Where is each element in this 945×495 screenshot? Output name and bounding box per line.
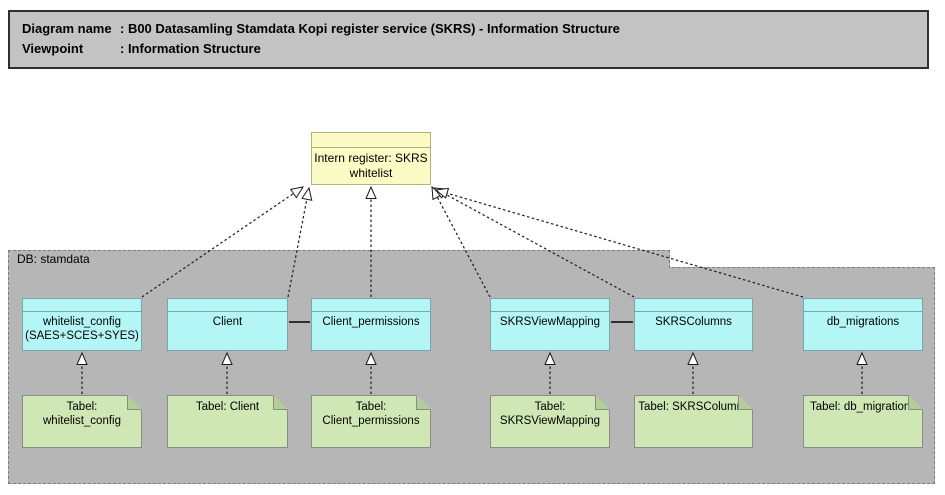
entity-label: Client	[212, 316, 243, 328]
node-skrsviewmapping[interactable]: SKRSViewMapping	[490, 298, 610, 351]
entity-title-band	[491, 299, 609, 312]
node-client[interactable]: Client	[167, 298, 288, 351]
diagram-title-box: Diagram name : B00 Datasamling Stamdata K…	[8, 10, 929, 69]
entity-label: whitelist_config (SAES+SCES+SYES)	[25, 316, 139, 342]
note-tabel-db-migrations[interactable]: Tabel: db_migrations	[803, 395, 923, 448]
entity-title-band	[168, 299, 287, 312]
note-tabel-whitelist-config[interactable]: Tabel: whitelist_config	[22, 395, 142, 448]
register-title-band	[312, 133, 430, 148]
note-tabel-skrsviewmapping[interactable]: Tabel: SKRSViewMapping	[490, 395, 610, 448]
viewpoint-label: Viewpoint	[22, 41, 84, 56]
node-client-permissions[interactable]: Client_permissions	[311, 298, 431, 351]
viewpoint-row: Viewpoint : Information Structure	[22, 39, 915, 59]
note-tabel-skrscolumns[interactable]: Tabel: SKRSColumns	[634, 395, 753, 448]
diagram-name-label: Diagram name	[22, 21, 112, 36]
note-label: Tabel: whitelist_config	[43, 401, 121, 427]
note-label: Tabel: SKRSViewMapping	[499, 401, 601, 427]
group-label: DB: stamdata	[17, 252, 90, 266]
node-whitelist-config[interactable]: whitelist_config (SAES+SCES+SYES)	[22, 298, 142, 351]
note-label: Tabel: db_migrations	[809, 401, 917, 413]
register-label: Intern register: SKRS whitelist	[314, 151, 428, 180]
note-label: Tabel: Client	[195, 401, 260, 413]
node-db-migrations[interactable]: db_migrations	[803, 298, 923, 351]
entity-label: Client_permissions	[322, 316, 420, 328]
entity-label: SKRSViewMapping	[499, 316, 601, 328]
viewpoint-value: : Information Structure	[120, 41, 261, 56]
note-label: Tabel: SKRSColumns	[638, 401, 749, 413]
node-intern-register-skrs-whitelist[interactable]: Intern register: SKRS whitelist	[311, 132, 431, 185]
entity-title-band	[804, 299, 922, 312]
entity-label: db_migrations	[826, 316, 900, 328]
diagram-name-row: Diagram name : B00 Datasamling Stamdata K…	[22, 19, 915, 39]
note-tabel-client-permissions[interactable]: Tabel: Client_permissions	[311, 395, 431, 448]
group-db-stamdata-tab[interactable]: DB: stamdata	[8, 250, 670, 268]
diagram-name-value: : B00 Datasamling Stamdata Kopi register…	[120, 21, 620, 36]
group-db-stamdata-body[interactable]	[8, 267, 935, 484]
entity-title-band	[635, 299, 752, 312]
note-tabel-client[interactable]: Tabel: Client	[167, 395, 288, 448]
node-skrscolumns[interactable]: SKRSColumns	[634, 298, 753, 351]
note-label: Tabel: Client_permissions	[322, 401, 420, 427]
entity-title-band	[23, 299, 141, 312]
entity-label: SKRSColumns	[655, 316, 732, 328]
entity-title-band	[312, 299, 430, 312]
